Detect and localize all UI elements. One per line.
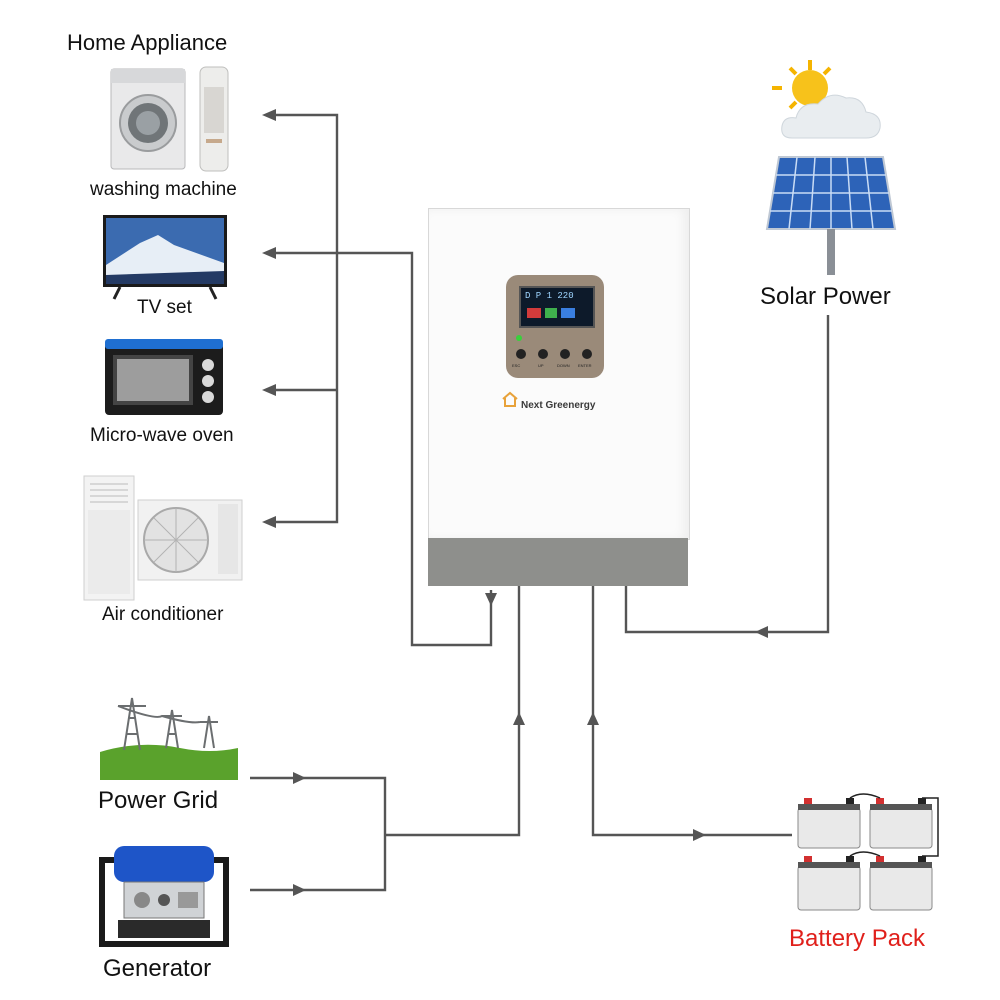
microwave-oven-label: Micro-wave oven: [90, 425, 234, 446]
sun-cloud-icon: [770, 58, 888, 148]
microwave-oven-image: [103, 337, 225, 422]
power-grid-label: Power Grid: [98, 787, 219, 814]
house-logo-icon: [502, 391, 518, 407]
lcd-icon-red: [527, 308, 541, 318]
arrow-battery-right: [693, 829, 706, 841]
inverter-unit: D P 1 220 ESC UP DOWN ENTER Next Greener…: [428, 208, 690, 586]
brand-name: Next Greenergy: [521, 400, 596, 411]
arrow-solar-left: [755, 626, 768, 638]
control-panel: D P 1 220 ESC UP DOWN ENTER: [506, 275, 604, 378]
arrow-to-washing-machine: [262, 109, 276, 121]
enter-button[interactable]: [582, 349, 592, 359]
enter-label: ENTER: [578, 363, 592, 368]
down-label: DOWN: [557, 363, 570, 368]
washing-machine-image: [108, 65, 248, 175]
washing-machine-label: washing machine: [90, 179, 237, 200]
tv-image: [100, 213, 230, 301]
load-bus-wire: [270, 113, 339, 524]
up-button[interactable]: [538, 349, 548, 359]
arrow-to-tv: [262, 247, 276, 259]
power-grid-image: [100, 690, 238, 780]
arrow-generator-right: [293, 884, 306, 896]
air-conditioner-label: Air conditioner: [102, 604, 224, 625]
air-conditioner-image: [82, 474, 246, 602]
lcd-readout: D P 1 220: [525, 291, 574, 301]
up-label: UP: [538, 363, 544, 368]
arrow-grid-right: [293, 772, 306, 784]
solar-power-label: Solar Power: [760, 283, 891, 310]
battery-pack-label: Battery Pack: [789, 925, 926, 952]
wire-to-tv: [270, 251, 493, 647]
solar-wire: [624, 315, 830, 634]
battery-wire: [591, 585, 792, 837]
status-led: [516, 335, 522, 341]
esc-label: ESC: [512, 363, 521, 368]
grid-wire: [250, 776, 387, 892]
arrow-to-oven: [262, 384, 276, 396]
generator-label: Generator: [103, 955, 212, 982]
arrow-battery-up: [587, 712, 599, 725]
arrow-to-ac: [262, 516, 276, 528]
solar-panel-image: [765, 155, 897, 277]
tv-set-label: TV set: [137, 297, 192, 318]
lcd-display: D P 1 220: [519, 286, 595, 328]
arrow-output-down: [485, 593, 497, 606]
esc-button[interactable]: [516, 349, 526, 359]
home-appliance-title: Home Appliance: [67, 30, 228, 55]
lcd-icon-green: [545, 308, 557, 318]
down-button[interactable]: [560, 349, 570, 359]
battery-pack-image: [792, 790, 942, 915]
lcd-icon-blue: [561, 308, 575, 318]
generator-image: [98, 840, 230, 948]
inverter-base: [428, 538, 688, 586]
arrow-grid-up: [513, 712, 525, 725]
grid-to-inverter-wire: [385, 585, 521, 837]
